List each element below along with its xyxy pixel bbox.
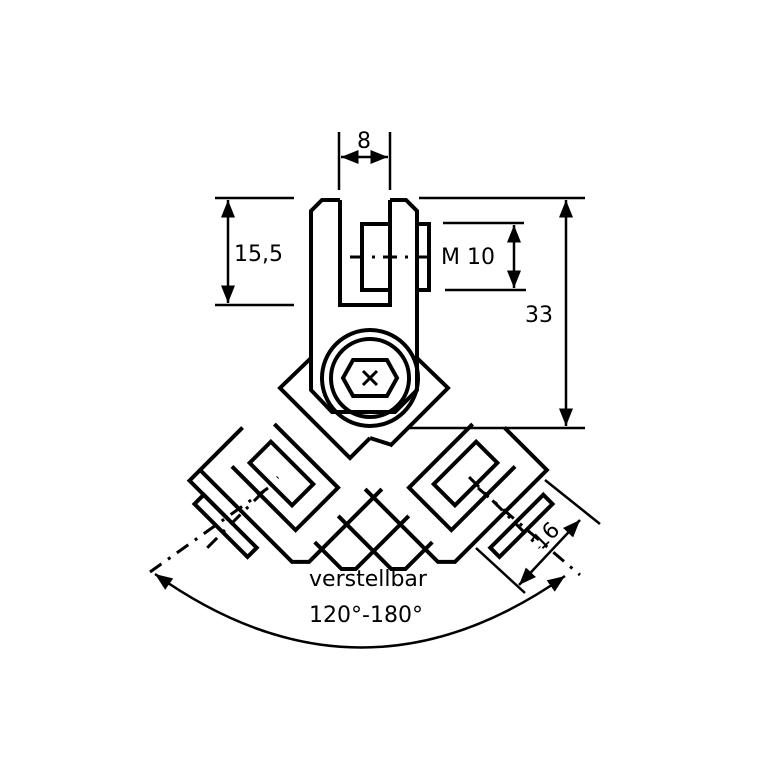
dim-label-fork-height: 15,5 bbox=[234, 242, 283, 267]
dim-arm-width: 16 bbox=[475, 479, 601, 594]
hex-socket-icon bbox=[340, 358, 400, 398]
hub-screw bbox=[320, 328, 420, 428]
dim-label-slot-width: 8 bbox=[357, 129, 371, 154]
dim-label-total-height: 33 bbox=[525, 303, 553, 328]
base-plate bbox=[277, 356, 451, 461]
left-axis-centerline bbox=[149, 486, 269, 574]
dim-total-height: 33 bbox=[408, 196, 585, 430]
top-fork bbox=[309, 198, 436, 414]
annotation-angle-range: 120°-180° bbox=[309, 603, 423, 628]
dim-thread: M 10 bbox=[441, 221, 526, 292]
cross-icon bbox=[361, 369, 379, 387]
adjustment-arc: verstellbar 120°-180° bbox=[154, 567, 566, 649]
dim-slot-width: 8 bbox=[337, 129, 392, 190]
dim-fork-height: 15,5 bbox=[215, 196, 294, 307]
dim-label-thread: M 10 bbox=[441, 245, 495, 270]
annotation-adjustable: verstellbar bbox=[309, 567, 428, 592]
